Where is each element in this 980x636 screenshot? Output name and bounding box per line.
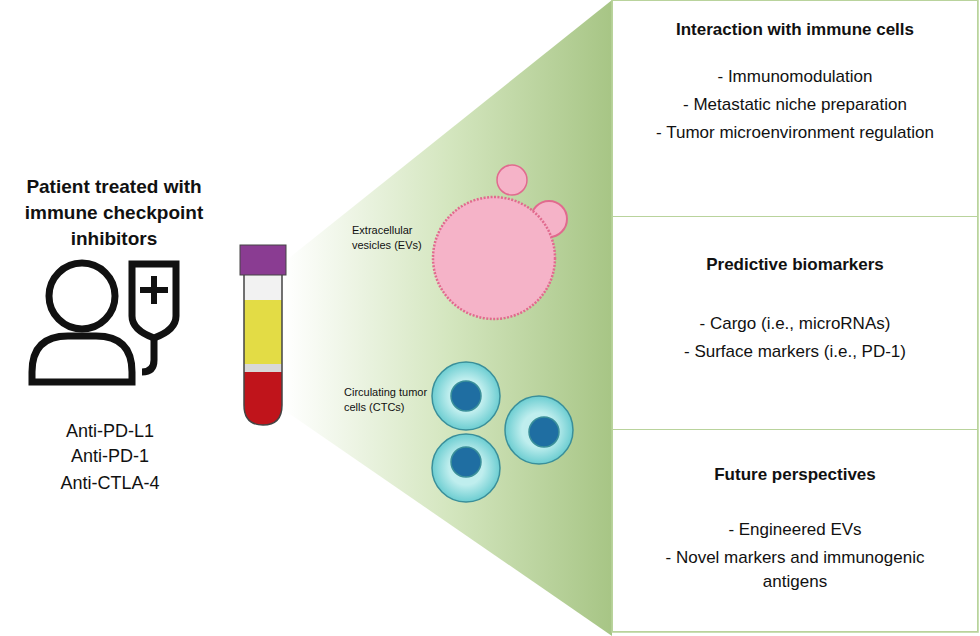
patient-icon [32,263,176,382]
drug-name: Anti-PD-1 [20,445,200,467]
ctc-label: Circulating tumor cells (CTCs) [344,385,430,415]
bullet-item: - Tumor microenvironment regulation [645,121,945,145]
panel-frame [612,0,978,632]
section-heading: Future perspectives [613,464,977,486]
section-box: Predictive biomarkers - Cargo (i.e., micr… [612,216,978,430]
bullet-item: - Immunomodulation [645,65,945,89]
bullet-item: - Metastatic niche preparation [645,93,945,117]
bullet-item: - Cargo (i.e., microRNAs) [645,312,945,336]
blood-tube [240,245,286,425]
plus-sign [140,276,168,304]
zoom-cone [284,0,612,636]
bullet-item: - Engineered EVs [635,518,955,542]
section-heading: Predictive biomarkers [613,254,977,276]
bullet-item: - Surface markers (i.e., PD-1) [645,340,945,364]
drug-name: Anti-PD-L1 [20,420,200,442]
section-box: Future perspectives - Engineered EVs - Nov… [612,429,978,632]
circulating-tumor-cells [432,362,573,502]
section-box: Interaction with immune cells - Immunomod… [612,0,978,217]
ev-label: Extracellular vesicles (EVs) [352,223,428,253]
patient-title: Patient treated with immune checkpoint i… [4,174,224,252]
bullet-item: - Novel markers and immunogenic antigens [635,546,955,594]
extracellular-vesicles [433,165,567,319]
drug-name: Anti-CTLA-4 [20,472,200,494]
section-heading: Interaction with immune cells [613,19,977,41]
